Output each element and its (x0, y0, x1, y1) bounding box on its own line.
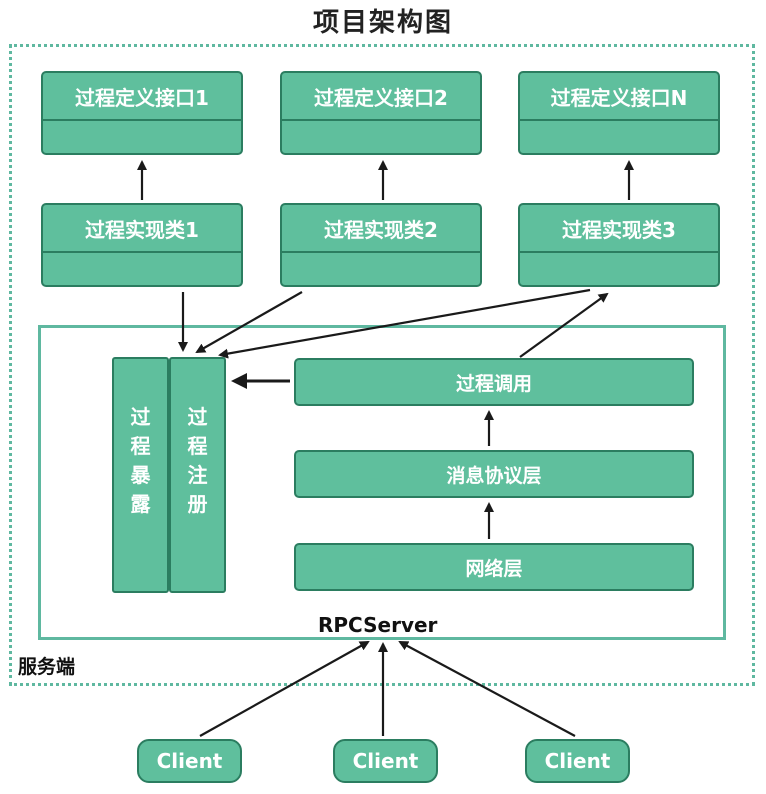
arrow-client1-to-rpc (199, 641, 370, 737)
interface-label-2: 过程定义接口2 (282, 73, 480, 121)
network-layer-label: 网络层 (465, 557, 523, 580)
arrow-invoke-to-impl3 (519, 292, 609, 358)
register-char: 注 (187, 463, 208, 487)
expose-char: 露 (130, 492, 151, 516)
network-layer: 网络层 (294, 543, 694, 591)
impl-box-1: 过程实现类1 (41, 203, 243, 287)
process-expose-bar: 过 程 暴 露 (112, 357, 169, 593)
server-side-label: 服务端 (18, 656, 76, 678)
register-char: 过 (187, 405, 208, 429)
impl-label-1: 过程实现类1 (43, 205, 241, 253)
arrow-impl2-to-register (195, 291, 303, 353)
impl-label-3: 过程实现类3 (520, 205, 718, 253)
process-register-bar: 过 程 注 册 (169, 357, 226, 593)
process-invoke-label: 过程调用 (455, 372, 532, 395)
register-char: 册 (187, 492, 208, 516)
interface-box-n: 过程定义接口N (518, 71, 720, 155)
client-label-1: Client (156, 749, 223, 773)
diagram-title: 项目架构图 (312, 8, 453, 38)
expose-char: 过 (130, 405, 151, 429)
register-char: 程 (187, 434, 208, 458)
impl-box-3: 过程实现类3 (518, 203, 720, 287)
client-box-3: Client (525, 739, 630, 783)
rpc-server-label: RPCServer (318, 613, 438, 637)
interface-label-n: 过程定义接口N (520, 73, 718, 121)
impl-label-2: 过程实现类2 (282, 205, 480, 253)
client-box-2: Client (333, 739, 438, 783)
interface-box-2: 过程定义接口2 (280, 71, 482, 155)
expose-char: 程 (130, 434, 151, 458)
impl-box-2: 过程实现类2 (280, 203, 482, 287)
arrow-client3-to-rpc (398, 641, 576, 737)
interface-label-1: 过程定义接口1 (43, 73, 241, 121)
message-protocol-layer: 消息协议层 (294, 450, 694, 498)
client-box-1: Client (137, 739, 242, 783)
client-label-2: Client (352, 749, 419, 773)
interface-box-1: 过程定义接口1 (41, 71, 243, 155)
client-label-3: Client (544, 749, 611, 773)
arrow-impl3-to-register (218, 288, 591, 359)
expose-char: 暴 (130, 463, 151, 487)
message-protocol-label: 消息协议层 (446, 464, 542, 487)
process-invoke-layer: 过程调用 (294, 358, 694, 406)
